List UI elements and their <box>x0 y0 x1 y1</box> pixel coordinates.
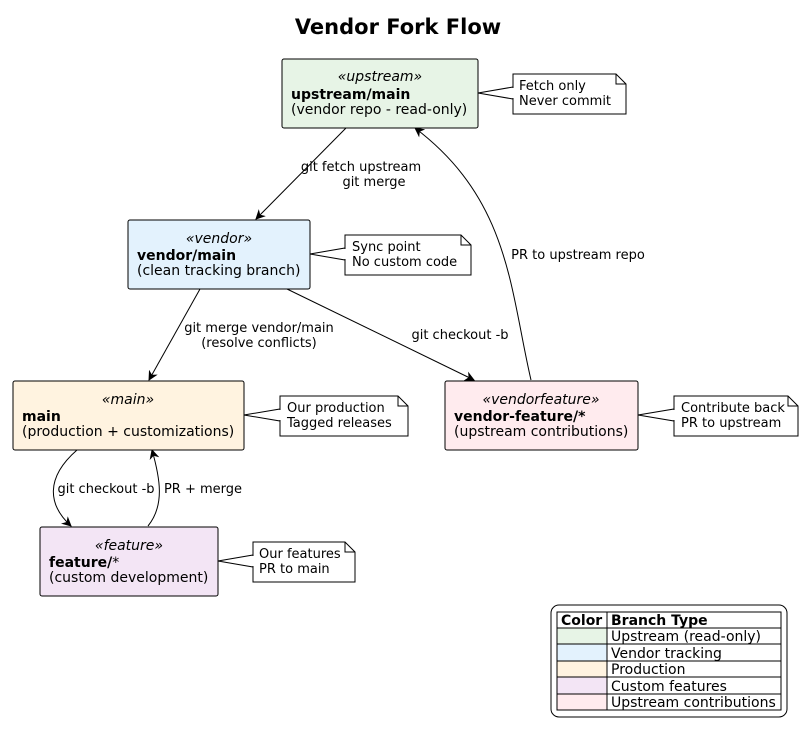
legend-row-label: Vendor tracking <box>611 646 722 662</box>
node-main[interactable]: «main» main (production + customizations… <box>12 380 245 451</box>
note-line: PR to main <box>259 562 330 577</box>
diagram-title: Vendor Fork Flow <box>295 15 501 39</box>
node-stereotype: «upstream» <box>338 69 422 85</box>
node-description: (production + customizations) <box>22 424 234 440</box>
edge-label-merge-line2: (resolve conflicts) <box>201 336 317 351</box>
node-stereotype: «vendorfeature» <box>482 392 599 408</box>
node-description: (custom development) <box>49 570 208 586</box>
edge-label-pr-upstream: PR to upstream repo <box>511 248 645 263</box>
edge-vendor-to-main: git merge vendor/main (resolve conflicts… <box>148 288 334 381</box>
edge-label-checkout-vf: git checkout -b <box>411 328 508 343</box>
legend-row-label: Production <box>611 662 685 678</box>
edge-upstream-to-vendor: git fetch upstream git merge <box>255 127 421 220</box>
node-name: feature/* <box>49 555 119 571</box>
note-line: Never commit <box>519 94 611 109</box>
legend-swatch-vendor <box>557 644 607 661</box>
legend: Color Branch Type Upstream (read-only) V… <box>550 604 788 718</box>
legend-row-label: Upstream (read-only) <box>611 629 761 645</box>
edge-feature-to-main: PR + merge <box>147 449 242 527</box>
note-line: PR to upstream <box>681 416 781 431</box>
edge-vendor-to-vendorfeature: git checkout -b <box>286 288 509 381</box>
node-name: vendor/main <box>137 248 236 264</box>
note-main: Our production Tagged releases <box>243 395 409 437</box>
legend-header-type: Branch Type <box>611 613 708 629</box>
node-vendor-feature[interactable]: «vendorfeature» vendor-feature/* (upstre… <box>444 380 639 451</box>
node-name: vendor-feature/* <box>454 409 586 425</box>
edge-vendorfeature-to-upstream: PR to upstream repo <box>414 127 645 381</box>
edge-label-fetch-line2: git merge <box>342 175 405 190</box>
node-stereotype: «feature» <box>95 538 163 554</box>
legend-swatch-contrib <box>557 694 607 710</box>
note-line: Tagged releases <box>286 416 392 431</box>
node-stereotype: «vendor» <box>186 231 252 247</box>
edge-label-merge-line1: git merge vendor/main <box>184 321 334 336</box>
node-description: (clean tracking branch) <box>137 263 300 279</box>
node-vendor-main[interactable]: «vendor» vendor/main (clean tracking bra… <box>127 219 311 290</box>
edge-main-to-feature: git checkout -b <box>52 449 155 527</box>
node-description: (vendor repo - read-only) <box>291 102 467 118</box>
edge-label-pr-merge: PR + merge <box>164 482 242 497</box>
note-vendor-feature: Contribute back PR to upstream <box>637 395 799 437</box>
note-line: Contribute back <box>681 401 785 416</box>
legend-row-label: Upstream contributions <box>611 695 776 711</box>
node-name: upstream/main <box>291 87 410 103</box>
note-feature: Our features PR to main <box>217 541 356 583</box>
legend-swatch-upstream <box>557 628 607 644</box>
note-line: Our production <box>287 401 385 416</box>
legend-header-color: Color <box>561 613 602 629</box>
node-description: (upstream contributions) <box>454 424 628 440</box>
legend-row-label: Custom features <box>611 679 727 695</box>
note-line: No custom code <box>352 255 457 270</box>
note-line: Fetch only <box>519 79 586 94</box>
note-vendor: Sync point No custom code <box>309 234 472 276</box>
note-line: Sync point <box>352 240 421 255</box>
edge-label-fetch-line1: git fetch upstream <box>301 160 421 175</box>
edge-label-checkout-feature: git checkout -b <box>57 482 154 497</box>
legend-swatch-production <box>557 661 607 677</box>
node-upstream-main[interactable]: «upstream» upstream/main (vendor repo - … <box>281 58 479 129</box>
node-feature[interactable]: «feature» feature/* (custom development) <box>39 526 219 597</box>
note-line: Our features <box>259 547 341 562</box>
node-name: main <box>22 409 61 425</box>
node-stereotype: «main» <box>102 392 154 408</box>
legend-swatch-feature <box>557 677 607 694</box>
note-upstream: Fetch only Never commit <box>477 73 627 115</box>
